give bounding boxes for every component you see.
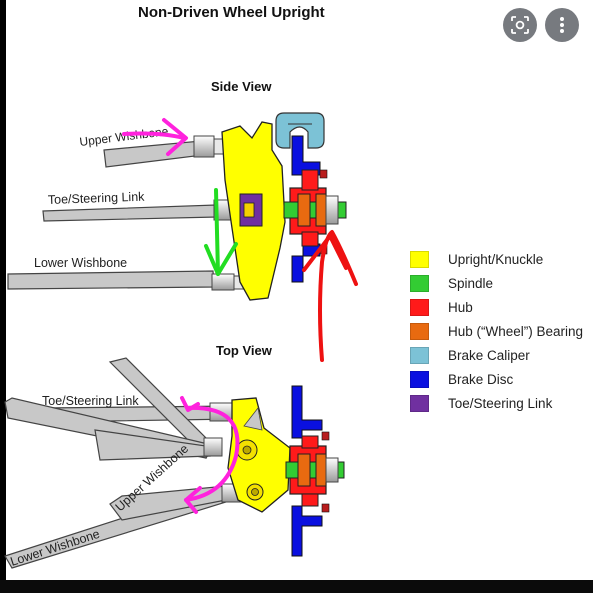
legend-swatch	[410, 250, 429, 268]
side-view-heading: Side View	[211, 79, 272, 94]
side-brake-disc	[291, 135, 328, 283]
side-upright-knuckle	[221, 121, 286, 301]
annotation-green-arrow	[204, 188, 238, 276]
legend-item: Hub (“Wheel”) Bearing	[410, 319, 593, 343]
side-lower-wishbone	[7, 270, 245, 291]
legend-label: Hub (“Wheel”) Bearing	[448, 323, 584, 339]
legend-swatch	[410, 394, 429, 412]
annotation-magenta-arc-top	[180, 396, 240, 514]
annotation-magenta-arrow-side	[122, 118, 188, 156]
bottom-bar	[0, 580, 593, 593]
side-brake-caliper	[275, 112, 325, 149]
top-view-heading: Top View	[216, 343, 272, 358]
legend-label: Spindle	[448, 275, 494, 291]
more-options-icon	[560, 17, 564, 33]
diagram-title: Non-Driven Wheel Upright	[138, 4, 325, 21]
legend-label: Upright/Knuckle	[448, 251, 544, 267]
legend-swatch	[410, 370, 429, 388]
legend-item: Brake Caliper	[410, 343, 593, 367]
legend-swatch	[410, 322, 429, 340]
legend-swatch	[410, 274, 429, 292]
legend-item: Hub	[410, 295, 593, 319]
top-upper-wishbone	[4, 357, 223, 461]
top-spindle	[285, 453, 345, 487]
legend-swatch	[410, 298, 429, 316]
legend-label: Brake Disc	[448, 371, 514, 387]
side-toe-link-label: Toe/Steering Link	[48, 190, 146, 207]
visual-search-icon	[511, 16, 529, 34]
legend-item: Brake Disc	[410, 367, 593, 391]
top-lower-wishbone-label: Lower Wishbone	[9, 527, 102, 569]
annotation-red-arrow	[302, 230, 358, 362]
top-toe-link-label: Toe/Steering Link	[42, 394, 139, 408]
top-lower-wishbone	[4, 483, 243, 569]
legend-label: Hub	[448, 299, 473, 315]
legend-label: Brake Caliper	[448, 347, 530, 363]
legend-label: Toe/Steering Link	[448, 395, 553, 411]
more-options-button[interactable]	[545, 8, 579, 42]
side-lower-wishbone-label: Lower Wishbone	[34, 256, 127, 270]
visual-search-button[interactable]	[503, 8, 537, 42]
legend-item: Upright/Knuckle	[410, 247, 593, 271]
top-upright-knuckle	[227, 397, 291, 513]
legend: Upright/Knuckle Spindle Hub Hub (“Wheel”…	[410, 247, 593, 415]
top-brake-disc	[291, 385, 330, 557]
legend-item: Spindle	[410, 271, 593, 295]
legend-swatch	[410, 346, 429, 364]
side-spindle	[283, 193, 347, 227]
legend-item: Toe/Steering Link	[410, 391, 593, 415]
